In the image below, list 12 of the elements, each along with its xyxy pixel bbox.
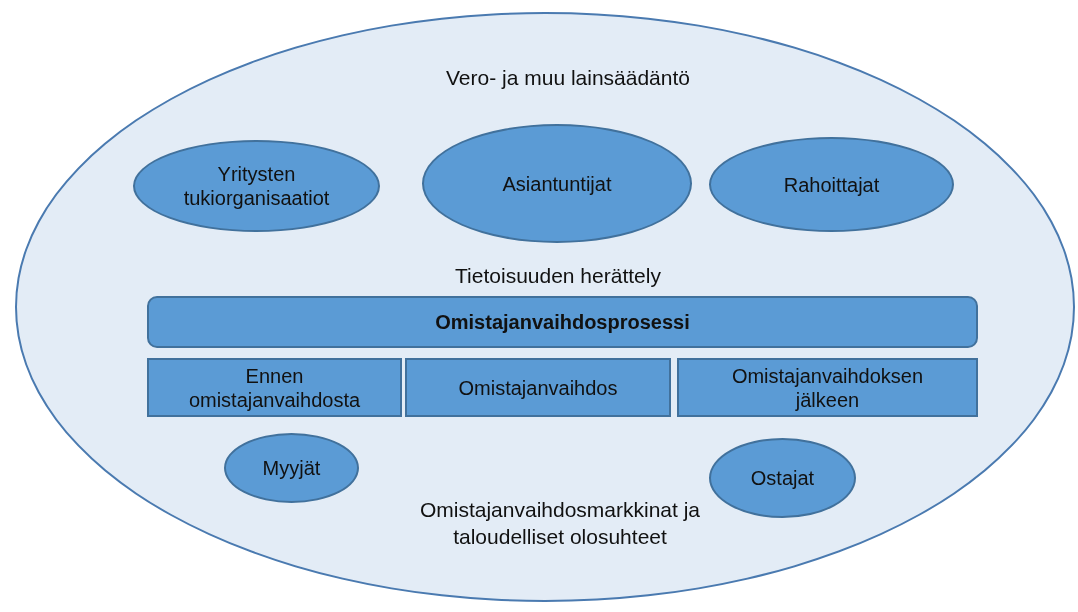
context-label: Omistajanvaihdosmarkkinat ja taloudelliset olosuhteet <box>418 497 702 551</box>
ellipse-node: Myyjät <box>224 433 359 503</box>
context-label: Tietoisuuden herättely <box>454 263 662 289</box>
stage-box: Omistajanvaihdoksen jälkeen <box>677 358 978 417</box>
ellipse-node: Rahoittajat <box>709 137 954 232</box>
context-label: Vero- ja muu lainsäädäntö <box>445 65 691 91</box>
ellipse-node: Ostajat <box>709 438 856 518</box>
ellipse-node: Yritysten tukiorganisaatiot <box>133 140 380 232</box>
process-bar: Omistajanvaihdosprosessi <box>147 296 978 348</box>
ellipse-node: Asiantuntijat <box>422 124 692 243</box>
stage-box: Omistajanvaihdos <box>405 358 671 417</box>
stage-box: Ennen omistajanvaihdosta <box>147 358 402 417</box>
